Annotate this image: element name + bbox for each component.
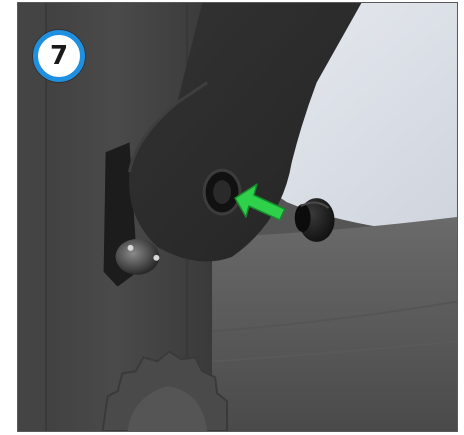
base-panel (212, 217, 457, 431)
pivot-arm (128, 3, 362, 262)
step-badge: 7 (33, 30, 85, 82)
end-cap-plug-icon (294, 198, 335, 242)
side-bracket (103, 142, 160, 287)
assembly-svg (18, 3, 457, 431)
adjustment-knob (101, 350, 229, 431)
green-arrow-icon (234, 183, 286, 221)
assembly-illustration (17, 2, 458, 432)
step-number: 7 (49, 41, 69, 71)
